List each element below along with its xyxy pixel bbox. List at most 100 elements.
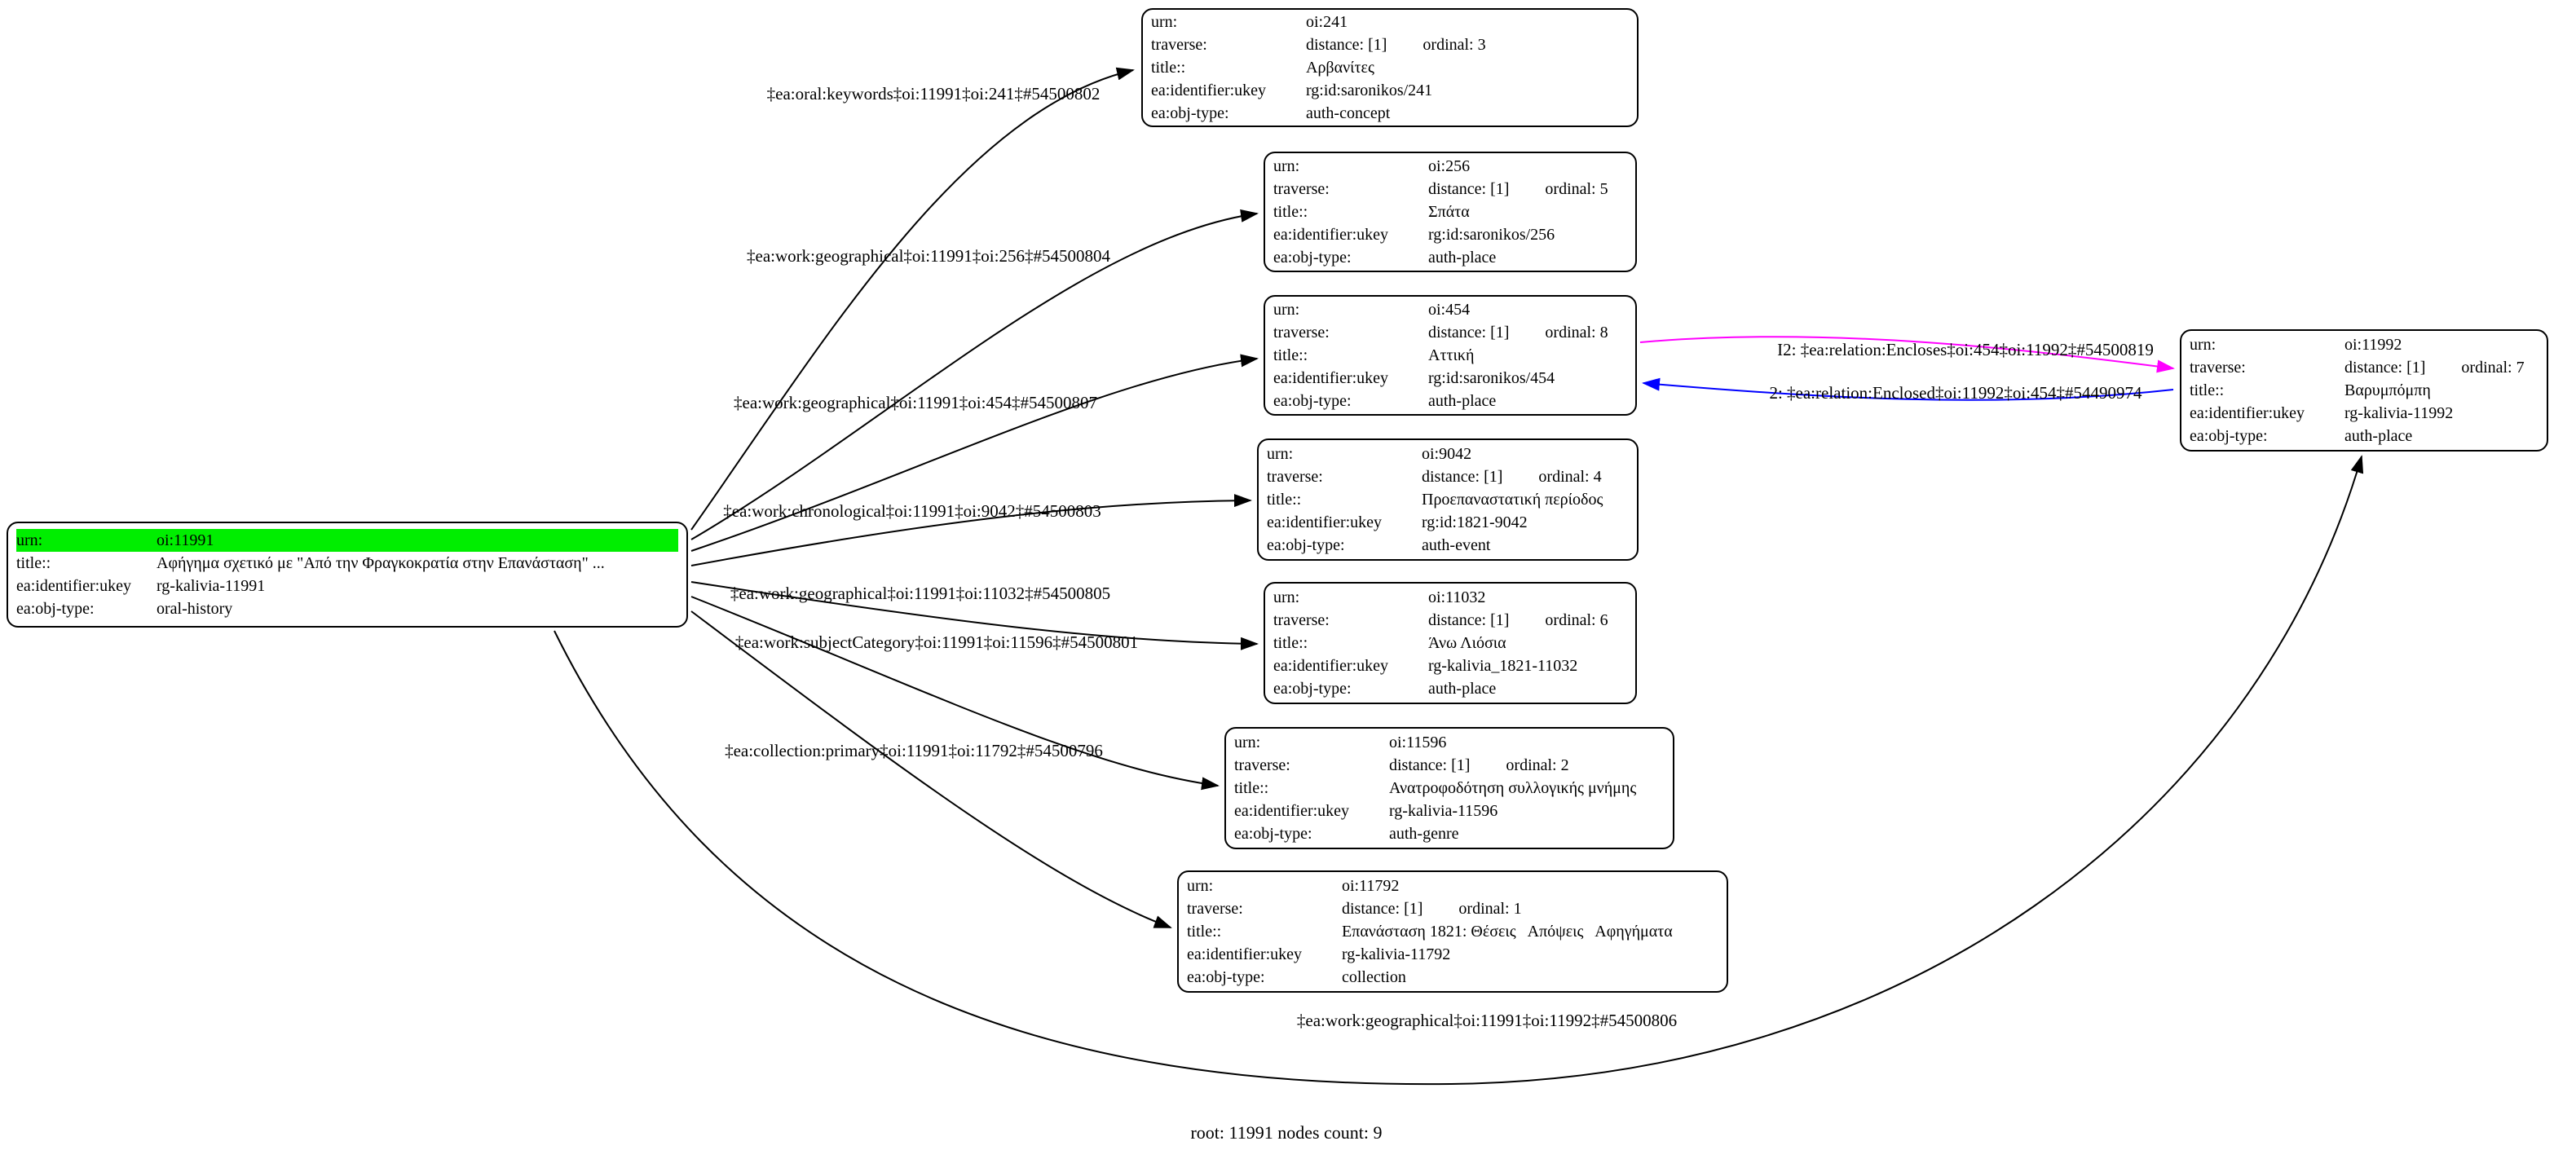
node-row-traverse: traverse: distance: [1]ordinal: 2: [1234, 754, 1665, 777]
traverse-value: distance: [1] ordinal: 8: [1428, 321, 1608, 344]
edge-collection-primary-11792: [690, 610, 1172, 928]
field-label-identifier: ea:identifier:ukey: [1273, 369, 1389, 387]
edge-label-work-chronological-9042: ‡ea:work:chronological‡oi:11991‡oi:9042‡…: [723, 501, 1101, 521]
field-label-urn: urn:: [2190, 336, 2217, 354]
edge-relation-enclosed: [1642, 377, 2174, 401]
traverse-value: distance: [1] ordinal: 5: [1428, 178, 1608, 200]
field-label-traverse: traverse:: [1187, 900, 1243, 918]
field-label-urn: urn:: [1151, 13, 1178, 31]
title-value: Επανάσταση 1821: Θέσεις Απόψεις Αφηγήματ…: [1342, 923, 1673, 941]
traverse-value: distance: [1] ordinal: 7: [2344, 356, 2525, 379]
field-label-identifier: ea:identifier:ukey: [1273, 226, 1389, 244]
distance-value: distance: [1]: [1306, 36, 1387, 54]
distance-value: distance: [1]: [1428, 611, 1510, 629]
node-row-identifier: ea:identifier:ukey rg:id:saronikos/241: [1151, 79, 1629, 102]
urn-value: oi:454: [1428, 301, 1471, 319]
distance-value: distance: [1]: [1428, 324, 1510, 341]
graph-node-oi-241[interactable]: urn: oi:241 traverse: distance: [1]ordin…: [1141, 8, 1639, 127]
node-row-traverse: traverse: distance: [1]ordinal: 4: [1267, 465, 1629, 488]
distance-value: distance: [1]: [2344, 359, 2426, 377]
title-value: Βαρυμπόμπη: [2344, 381, 2431, 399]
node-row-title: title:: Αφήγημα σχετικό με "Από την Φραγ…: [16, 552, 678, 575]
graph-node-oi-11992[interactable]: urn: oi:11992 traverse: distance: [1]ord…: [2180, 329, 2548, 452]
graph-node-oi-11596[interactable]: urn: oi:11596 traverse: distance: [1]ord…: [1224, 727, 1674, 849]
node-row-objtype: ea:obj-type: auth-concept: [1151, 102, 1629, 125]
node-row-urn: urn: oi:11032: [1273, 586, 1627, 609]
objtype-value: auth-genre: [1389, 825, 1459, 843]
objtype-value: auth-concept: [1306, 104, 1391, 122]
urn-value: oi:11992: [2344, 336, 2402, 354]
identifier-value: rg:id:1821-9042: [1422, 513, 1528, 531]
ordinal-value: ordinal: 4: [1538, 468, 1602, 486]
field-label-identifier: ea:identifier:ukey: [1267, 513, 1383, 531]
urn-value: oi:241: [1306, 13, 1348, 31]
urn-value: oi:256: [1428, 157, 1471, 175]
objtype-value: auth-event: [1422, 536, 1491, 554]
graph-node-oi-11991[interactable]: urn: oi:11991 title:: Αφήγημα σχετικό με…: [7, 522, 688, 628]
node-row-traverse: traverse: distance: [1]ordinal: 5: [1273, 178, 1627, 200]
graph-node-oi-256[interactable]: urn: oi:256 traverse: distance: [1]ordin…: [1264, 152, 1637, 272]
field-label-urn: urn:: [16, 531, 43, 549]
edge-label-oral-keywords-241: ‡ea:oral:keywords‡oi:11991‡oi:241‡#54500…: [766, 84, 1101, 104]
field-label-title: title::: [2190, 381, 2225, 399]
field-label-identifier: ea:identifier:ukey: [1273, 657, 1389, 675]
field-label-objtype: ea:obj-type:: [1273, 392, 1352, 410]
node-row-objtype: ea:obj-type: collection: [1187, 966, 1718, 989]
field-label-traverse: traverse:: [1151, 36, 1207, 54]
ordinal-value: ordinal: 7: [2461, 359, 2525, 377]
node-row-objtype: ea:obj-type: auth-place: [1273, 390, 1627, 412]
edge-label-relation-enclosed: 2: ‡ea:relation:Enclosed‡oi:11992‡oi:454…: [1769, 383, 2142, 403]
identifier-value: rg:id:saronikos/256: [1428, 226, 1555, 244]
objtype-value: auth-place: [1428, 392, 1497, 410]
title-value: Αφήγημα σχετικό με "Από την Φραγκοκρατία…: [157, 554, 605, 572]
ordinal-value: ordinal: 2: [1506, 756, 1569, 774]
field-label-identifier: ea:identifier:ukey: [1234, 802, 1350, 820]
node-row-objtype: ea:obj-type: auth-place: [2190, 425, 2539, 447]
node-row-urn: urn: oi:11991: [16, 529, 678, 552]
field-label-urn: urn:: [1234, 734, 1261, 751]
field-label-title: title::: [1273, 203, 1308, 221]
edge-label-relation-encloses: I2: ‡ea:relation:Encloses‡oi:454‡oi:1199…: [1777, 340, 2154, 359]
distance-value: distance: [1]: [1428, 180, 1510, 198]
node-row-urn: urn: oi:454: [1273, 298, 1627, 321]
identifier-value: rg:id:saronikos/241: [1306, 82, 1433, 99]
ordinal-value: ordinal: 8: [1545, 324, 1608, 341]
field-label-objtype: ea:obj-type:: [1267, 536, 1345, 554]
graph-node-oi-11032[interactable]: urn: oi:11032 traverse: distance: [1]ord…: [1264, 582, 1637, 704]
edge-label-work-geographical-11032: ‡ea:work:geographical‡oi:11991‡oi:11032‡…: [730, 584, 1111, 603]
node-row-traverse: traverse: distance: [1]ordinal: 1: [1187, 897, 1718, 920]
field-label-title: title::: [1234, 779, 1269, 797]
urn-value: oi:11792: [1342, 877, 1400, 895]
edge-work-geographical-11032: [690, 581, 1259, 650]
field-label-title: title::: [1273, 346, 1308, 364]
objtype-value: auth-place: [1428, 680, 1497, 698]
traverse-value: distance: [1]ordinal: 1: [1342, 897, 1522, 920]
ordinal-value: ordinal: 5: [1545, 180, 1608, 198]
edge-label-work-geographical-454: ‡ea:work:geographical‡oi:11991‡oi:454‡#5…: [734, 393, 1097, 412]
graph-node-oi-11792[interactable]: urn: oi:11792 traverse: distance: [1]ord…: [1177, 870, 1728, 993]
edge-relation-encloses: [1639, 336, 2175, 373]
title-value: Σπάτα: [1428, 203, 1470, 221]
node-row-urn: urn: oi:11792: [1187, 875, 1718, 897]
node-row-objtype: ea:obj-type: auth-genre: [1234, 822, 1665, 845]
node-row-traverse: traverse: distance: [1]ordinal: 3: [1151, 33, 1629, 56]
field-label-objtype: ea:obj-type:: [1187, 968, 1265, 986]
traverse-value: distance: [1]ordinal: 4: [1422, 465, 1602, 488]
graph-node-oi-9042[interactable]: urn: oi:9042 traverse: distance: [1]ordi…: [1257, 438, 1639, 561]
field-label-urn: urn:: [1273, 588, 1300, 606]
urn-value: oi:11991: [157, 531, 214, 549]
edge-label-work-geographical-11992: ‡ea:work:geographical‡oi:11991‡oi:11992‡…: [1296, 1011, 1678, 1030]
identifier-value: rg-kalivia_1821-11032: [1428, 657, 1578, 675]
title-value: Άνω Λιόσια: [1428, 634, 1506, 652]
title-value: Αττική: [1428, 346, 1475, 364]
objtype-value: auth-place: [2344, 427, 2413, 445]
node-row-objtype: ea:obj-type: auth-place: [1273, 677, 1627, 700]
node-row-traverse: traverse: distance: [1]ordinal: 8: [1273, 321, 1627, 344]
identifier-value: rg-kalivia-11992: [2344, 404, 2454, 422]
graph-node-oi-454[interactable]: urn: oi:454 traverse: distance: [1]ordin…: [1264, 295, 1637, 416]
urn-value: oi:11596: [1389, 734, 1447, 751]
field-label-objtype: ea:obj-type:: [1234, 825, 1312, 843]
node-row-title: title:: Βαρυμπόμπη: [2190, 379, 2539, 402]
node-row-title: title:: Αρβανίτες: [1151, 56, 1629, 79]
